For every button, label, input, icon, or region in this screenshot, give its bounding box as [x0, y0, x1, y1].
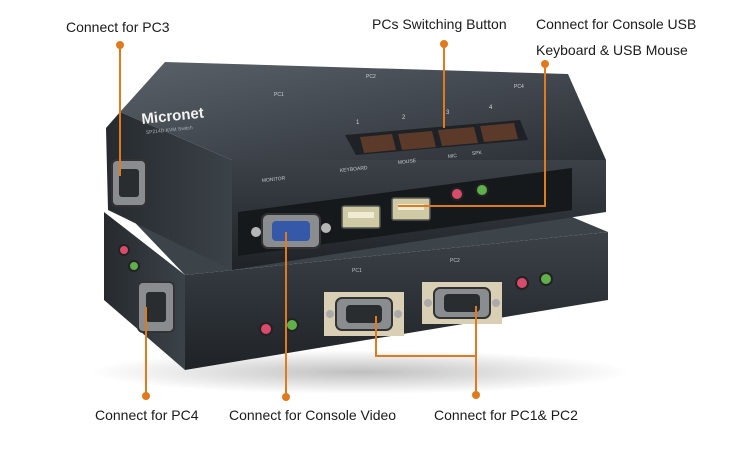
top-label-pc1: PC1 — [274, 92, 284, 98]
console-vga-port — [251, 213, 331, 249]
top-label-pc2: PC2 — [366, 74, 376, 80]
front-label-monitor: MONITOR — [262, 176, 286, 184]
console-usb-mouse-port — [391, 197, 431, 221]
pc1-audio-green-jack — [285, 318, 299, 332]
callout-console-usb-line1: Connect for Console USB — [536, 16, 697, 32]
front-label-keyboard: KEYBOARD — [340, 165, 369, 174]
callout-dot-console-usb — [541, 60, 549, 68]
button-number-4: 4 — [489, 105, 493, 111]
console-mic-jack — [450, 187, 464, 201]
button-number-2: 2 — [402, 115, 406, 121]
pc-switch-button-4[interactable] — [480, 123, 518, 142]
top-unit-side — [106, 112, 232, 270]
pc1-vga-port — [324, 292, 404, 336]
callout-dot-pc3 — [116, 41, 124, 49]
callout-pc4: Connect for PC4 — [95, 407, 199, 423]
button-number-1: 1 — [356, 120, 360, 126]
brand-logo: Micronet — [141, 105, 205, 128]
console-usb-keyboard-port — [341, 205, 381, 229]
callout-dot-console-video — [282, 393, 290, 401]
callout-dot-pc4 — [142, 392, 150, 400]
callout-switching-button: PCs Switching Button — [372, 16, 507, 32]
top-unit: Micronet SP214D KVM Switch PC1 PC2 PC4 1… — [106, 62, 606, 270]
switching-buttons: 1 2 3 4 — [345, 105, 528, 155]
callout-console-video: Connect for Console Video — [229, 407, 397, 423]
top-label-pc4: PC4 — [514, 84, 524, 90]
front-label-mic: MIC — [448, 153, 458, 160]
callout-pc3: Connect for PC3 — [66, 19, 170, 35]
callout-line-pc1-pc2 — [375, 306, 477, 357]
front-label-spk: SPK — [472, 150, 483, 157]
pc2-audio-pink-jack — [515, 276, 529, 290]
callout-console-usb-line2: Keyboard & USB Mouse — [536, 42, 688, 58]
rear-label-pc1: PC1 — [352, 268, 362, 274]
callout-dot-switching-button — [440, 40, 448, 48]
callout-pc1-pc2: Connect for PC1& PC2 — [434, 407, 578, 423]
callout-dot-pc1-pc2 — [472, 391, 480, 399]
button-number-3: 3 — [446, 110, 450, 116]
pc2-vga-port — [422, 282, 502, 324]
rear-label-pc2: PC2 — [450, 258, 460, 264]
callout-line-console-usb — [398, 64, 546, 207]
pc4-audio-green-jack — [128, 260, 140, 272]
pc-switch-button-1[interactable] — [360, 134, 396, 153]
pc-switch-button-2[interactable] — [398, 131, 436, 150]
pc1-audio-pink-jack — [259, 322, 273, 336]
model-name: SP214D KVM Switch — [146, 125, 194, 136]
console-spk-jack — [475, 183, 489, 197]
callout-lines — [116, 40, 549, 401]
pc4-audio-pink-jack — [118, 244, 130, 256]
pc-switch-button-3[interactable] — [438, 127, 478, 146]
front-label-mouse: MOUSE — [398, 158, 418, 166]
pc2-audio-green-jack — [539, 272, 553, 286]
